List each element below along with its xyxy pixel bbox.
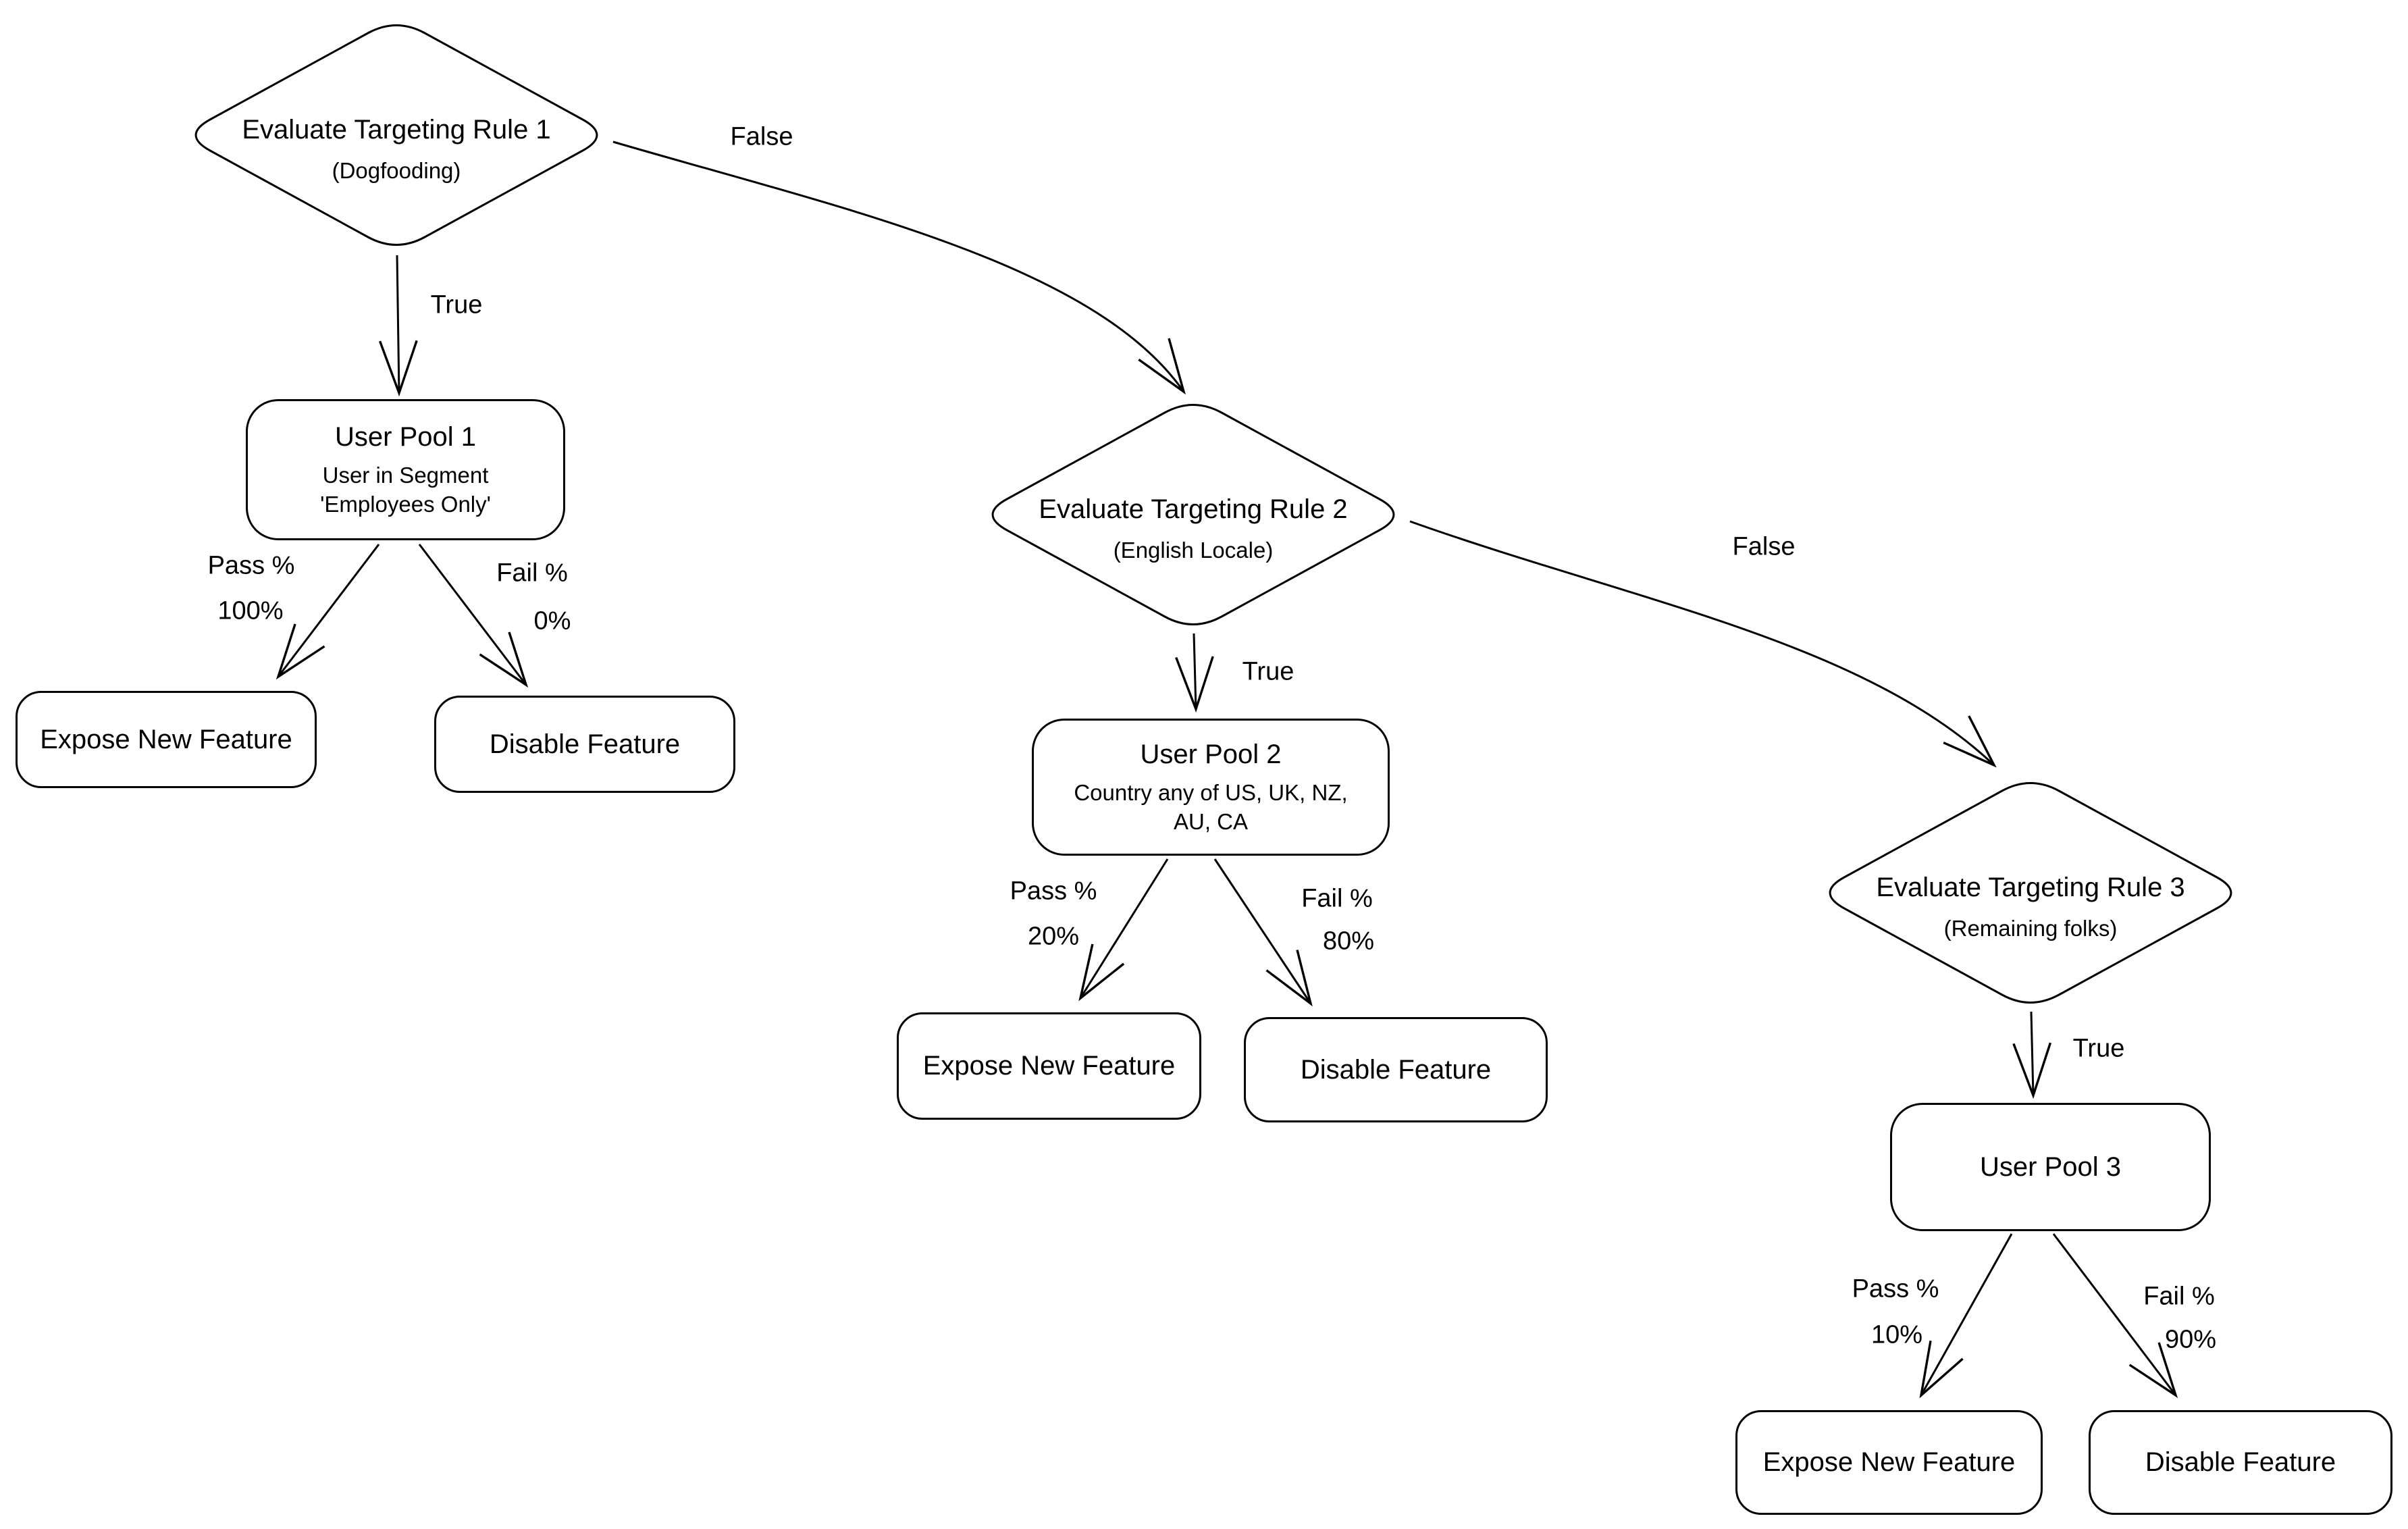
arrow-pool2-pass-to-expose [1078, 858, 1169, 1002]
user-pool-2-title: User Pool 2 [1140, 740, 1282, 770]
edge-label-pass-pct-1: Pass % [207, 551, 295, 580]
outcome-disable-feature-3-label: Disable Feature [2145, 1447, 2336, 1477]
arrow-rule2-false-to-rule3 [1409, 520, 1997, 768]
rule1-node-label: Evaluate Targeting Rule 1 (Dogfooding) [234, 113, 558, 184]
outcome-disable-feature-2-label: Disable Feature [1300, 1054, 1492, 1085]
rule1-title: Evaluate Targeting Rule 1 [242, 115, 551, 145]
outcome-disable-feature-3-box: Disable Feature [2089, 1410, 2392, 1515]
edge-label-pass-value-2: 20% [1027, 922, 1080, 951]
user-pool-1-title: User Pool 1 [335, 422, 476, 452]
edge-label-false-2: False [1732, 532, 1796, 561]
arrow-rule3-true-to-pool3 [2012, 1011, 2052, 1099]
edge-label-false-1: False [730, 122, 793, 151]
outcome-disable-feature-2-box: Disable Feature [1244, 1017, 1548, 1122]
edge-label-fail-value-1: 0% [533, 606, 571, 636]
edge-label-fail-pct-3: Fail % [2143, 1282, 2215, 1311]
rule2-subtitle: (English Locale) [1113, 538, 1274, 563]
arrow-pool1-pass-to-expose [276, 544, 380, 680]
user-pool-2-box: User Pool 2 Country any of US, UK, NZ, A… [1032, 719, 1390, 856]
edge-label-fail-pct-2: Fail % [1301, 884, 1373, 913]
arrow-pool2-fail-to-disable [1213, 858, 1313, 1007]
edge-label-fail-value-3: 90% [2164, 1325, 2217, 1354]
user-pool-2-subtitle: Country any of US, UK, NZ, AU, CA [1074, 780, 1348, 834]
arrow-pool3-fail-to-disable [2052, 1233, 2178, 1399]
edge-label-true-2: True [1242, 657, 1294, 686]
rule3-node-label: Evaluate Targeting Rule 3 (Remaining fol… [1868, 871, 2193, 942]
outcome-expose-feature-3-box: Expose New Feature [1735, 1410, 2043, 1515]
outcome-disable-feature-1-label: Disable Feature [489, 729, 681, 759]
user-pool-1-subtitle: User in Segment 'Employees Only' [320, 463, 491, 517]
edge-label-true-3: True [2072, 1034, 2125, 1063]
edge-label-pass-value-3: 10% [1870, 1320, 1923, 1349]
arrow-rule1-false-to-rule2 [612, 140, 1186, 395]
rule3-title: Evaluate Targeting Rule 3 [1876, 873, 2185, 903]
user-pool-3-box: User Pool 3 [1890, 1103, 2211, 1231]
user-pool-3-title: User Pool 3 [1980, 1152, 2121, 1182]
rule2-node-label: Evaluate Targeting Rule 2 (English Local… [1031, 492, 1355, 564]
outcome-disable-feature-1-box: Disable Feature [434, 696, 735, 793]
arrow-pool3-pass-to-expose [1919, 1233, 2013, 1399]
rule3-subtitle: (Remaining folks) [1943, 916, 2118, 941]
arrow-pool1-fail-to-disable [418, 544, 529, 688]
outcome-expose-feature-1-box: Expose New Feature [16, 691, 317, 788]
outcome-expose-feature-1-label: Expose New Feature [40, 724, 292, 754]
decision-diamond-rule-1 [194, 24, 598, 246]
rule1-subtitle: (Dogfooding) [332, 158, 461, 184]
edge-label-true-1: True [430, 290, 483, 319]
edge-label-fail-pct-1: Fail % [496, 559, 568, 588]
outcome-expose-feature-2-box: Expose New Feature [897, 1012, 1201, 1120]
arrow-rule1-true-to-pool1 [378, 255, 418, 397]
outcome-expose-feature-2-label: Expose New Feature [922, 1051, 1176, 1081]
outcome-expose-feature-3-label: Expose New Feature [1762, 1447, 2016, 1477]
arrow-rule2-true-to-pool2 [1175, 633, 1214, 713]
edge-label-fail-value-2: 80% [1322, 927, 1375, 956]
edge-label-pass-pct-3: Pass % [1852, 1274, 1939, 1303]
rule2-title: Evaluate Targeting Rule 2 [1039, 494, 1348, 525]
edge-label-pass-pct-2: Pass % [1010, 877, 1097, 906]
edge-label-pass-value-1: 100% [217, 596, 284, 625]
decision-diamond-rule-3 [1829, 782, 2232, 1004]
user-pool-1-box: User Pool 1 User in Segment 'Employees O… [246, 399, 565, 540]
decision-diamond-rule-2 [991, 404, 1395, 625]
